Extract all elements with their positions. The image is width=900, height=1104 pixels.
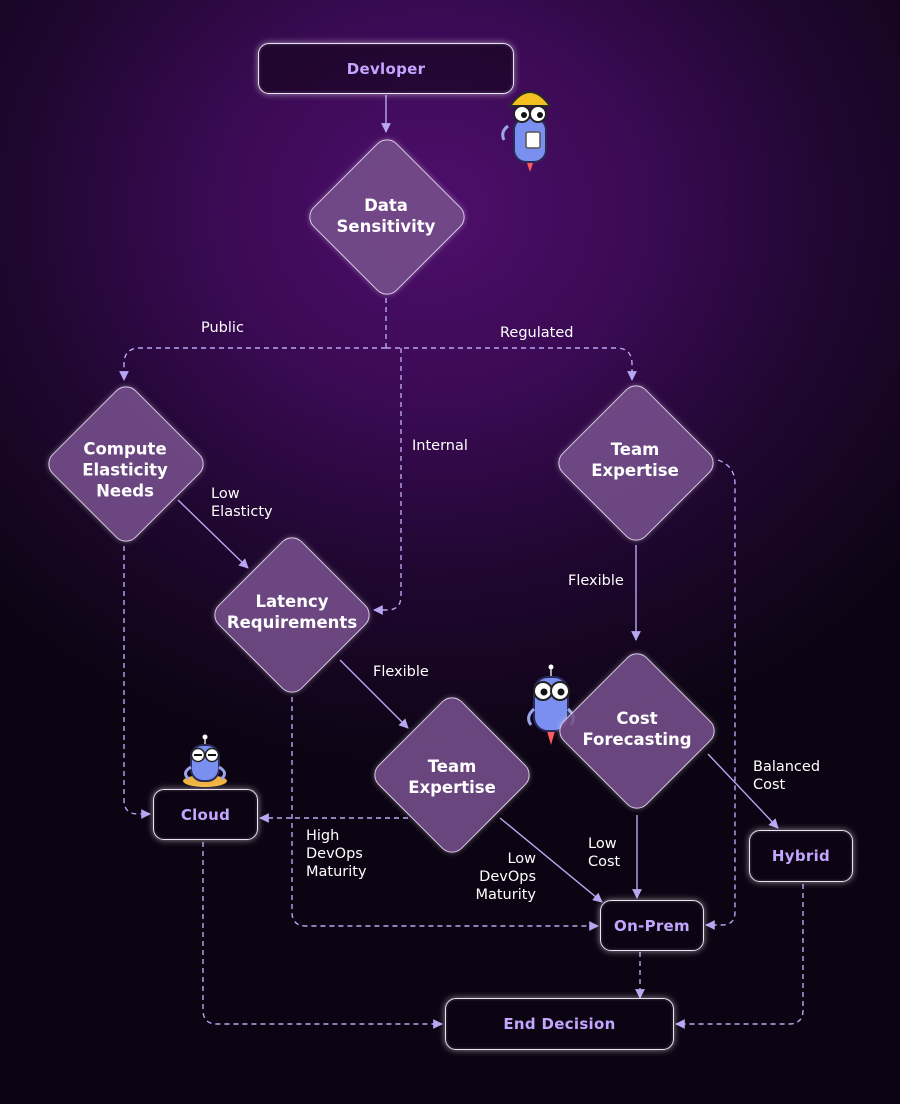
- edge-label-internal: Internal: [412, 438, 468, 454]
- edge-compute-to-cloud: [123, 546, 151, 819]
- node-end-decision: End Decision: [445, 998, 674, 1050]
- node-hybrid-label: Hybrid: [771, 847, 831, 865]
- node-developer: Devloper: [258, 43, 514, 94]
- edge-label-low-cost: Low Cost: [588, 836, 621, 870]
- node-on-prem-label: On-Prem: [614, 916, 690, 935]
- node-latency-requirements-label: Latency Requirements: [226, 592, 358, 632]
- edge-label-high-devops: High DevOps Maturity: [306, 828, 367, 880]
- edge-label-balanced-cost: Balanced Cost: [753, 759, 821, 793]
- edge-label-flexible-center: Flexible: [373, 664, 429, 680]
- node-on-prem: On-Prem: [600, 900, 704, 951]
- edge-balanced-cost: [707, 753, 779, 829]
- node-team-expertise-center-label: Team Expertise: [408, 757, 496, 797]
- edge-team-right-to-onprem: [705, 459, 736, 930]
- node-cost-forecasting-label: Cost Forecasting: [582, 709, 692, 749]
- node-hybrid: Hybrid: [749, 830, 853, 882]
- edge-internal: [373, 348, 402, 615]
- edge-label-flexible-right: Flexible: [568, 573, 624, 589]
- edge-label-regulated: Regulated: [500, 325, 574, 341]
- edge-label-low-devops: Low DevOps Maturity: [475, 851, 536, 903]
- edge-label-public: Public: [201, 320, 244, 336]
- edge-public: [119, 347, 386, 381]
- node-developer-label: Devloper: [346, 59, 426, 78]
- node-end-decision-label: End Decision: [503, 1015, 616, 1033]
- edge-hybrid-to-end: [675, 884, 804, 1029]
- robot-mascot-hardhat-icon: [501, 91, 552, 172]
- robot-mascot-meditating-icon: [183, 734, 227, 787]
- edge-regulated: [386, 347, 637, 381]
- node-cloud-label: Cloud: [180, 805, 231, 824]
- edge-flexible-center: [339, 659, 409, 729]
- node-team-expertise-right-label: Team Expertise: [591, 440, 679, 480]
- edge-low-elasticity: [177, 499, 249, 569]
- edge-low-devops: [499, 817, 603, 903]
- edge-latency-to-onprem: [291, 697, 599, 931]
- edge-cloud-to-end: [202, 842, 443, 1029]
- edge-label-low-elasticity: Low Elasticty: [211, 486, 273, 520]
- node-cloud: Cloud: [153, 789, 258, 840]
- node-compute-elasticity-label: Compute Elasticity Needs: [82, 439, 168, 501]
- node-data-sensitivity-label: Data Sensitivity: [336, 196, 436, 236]
